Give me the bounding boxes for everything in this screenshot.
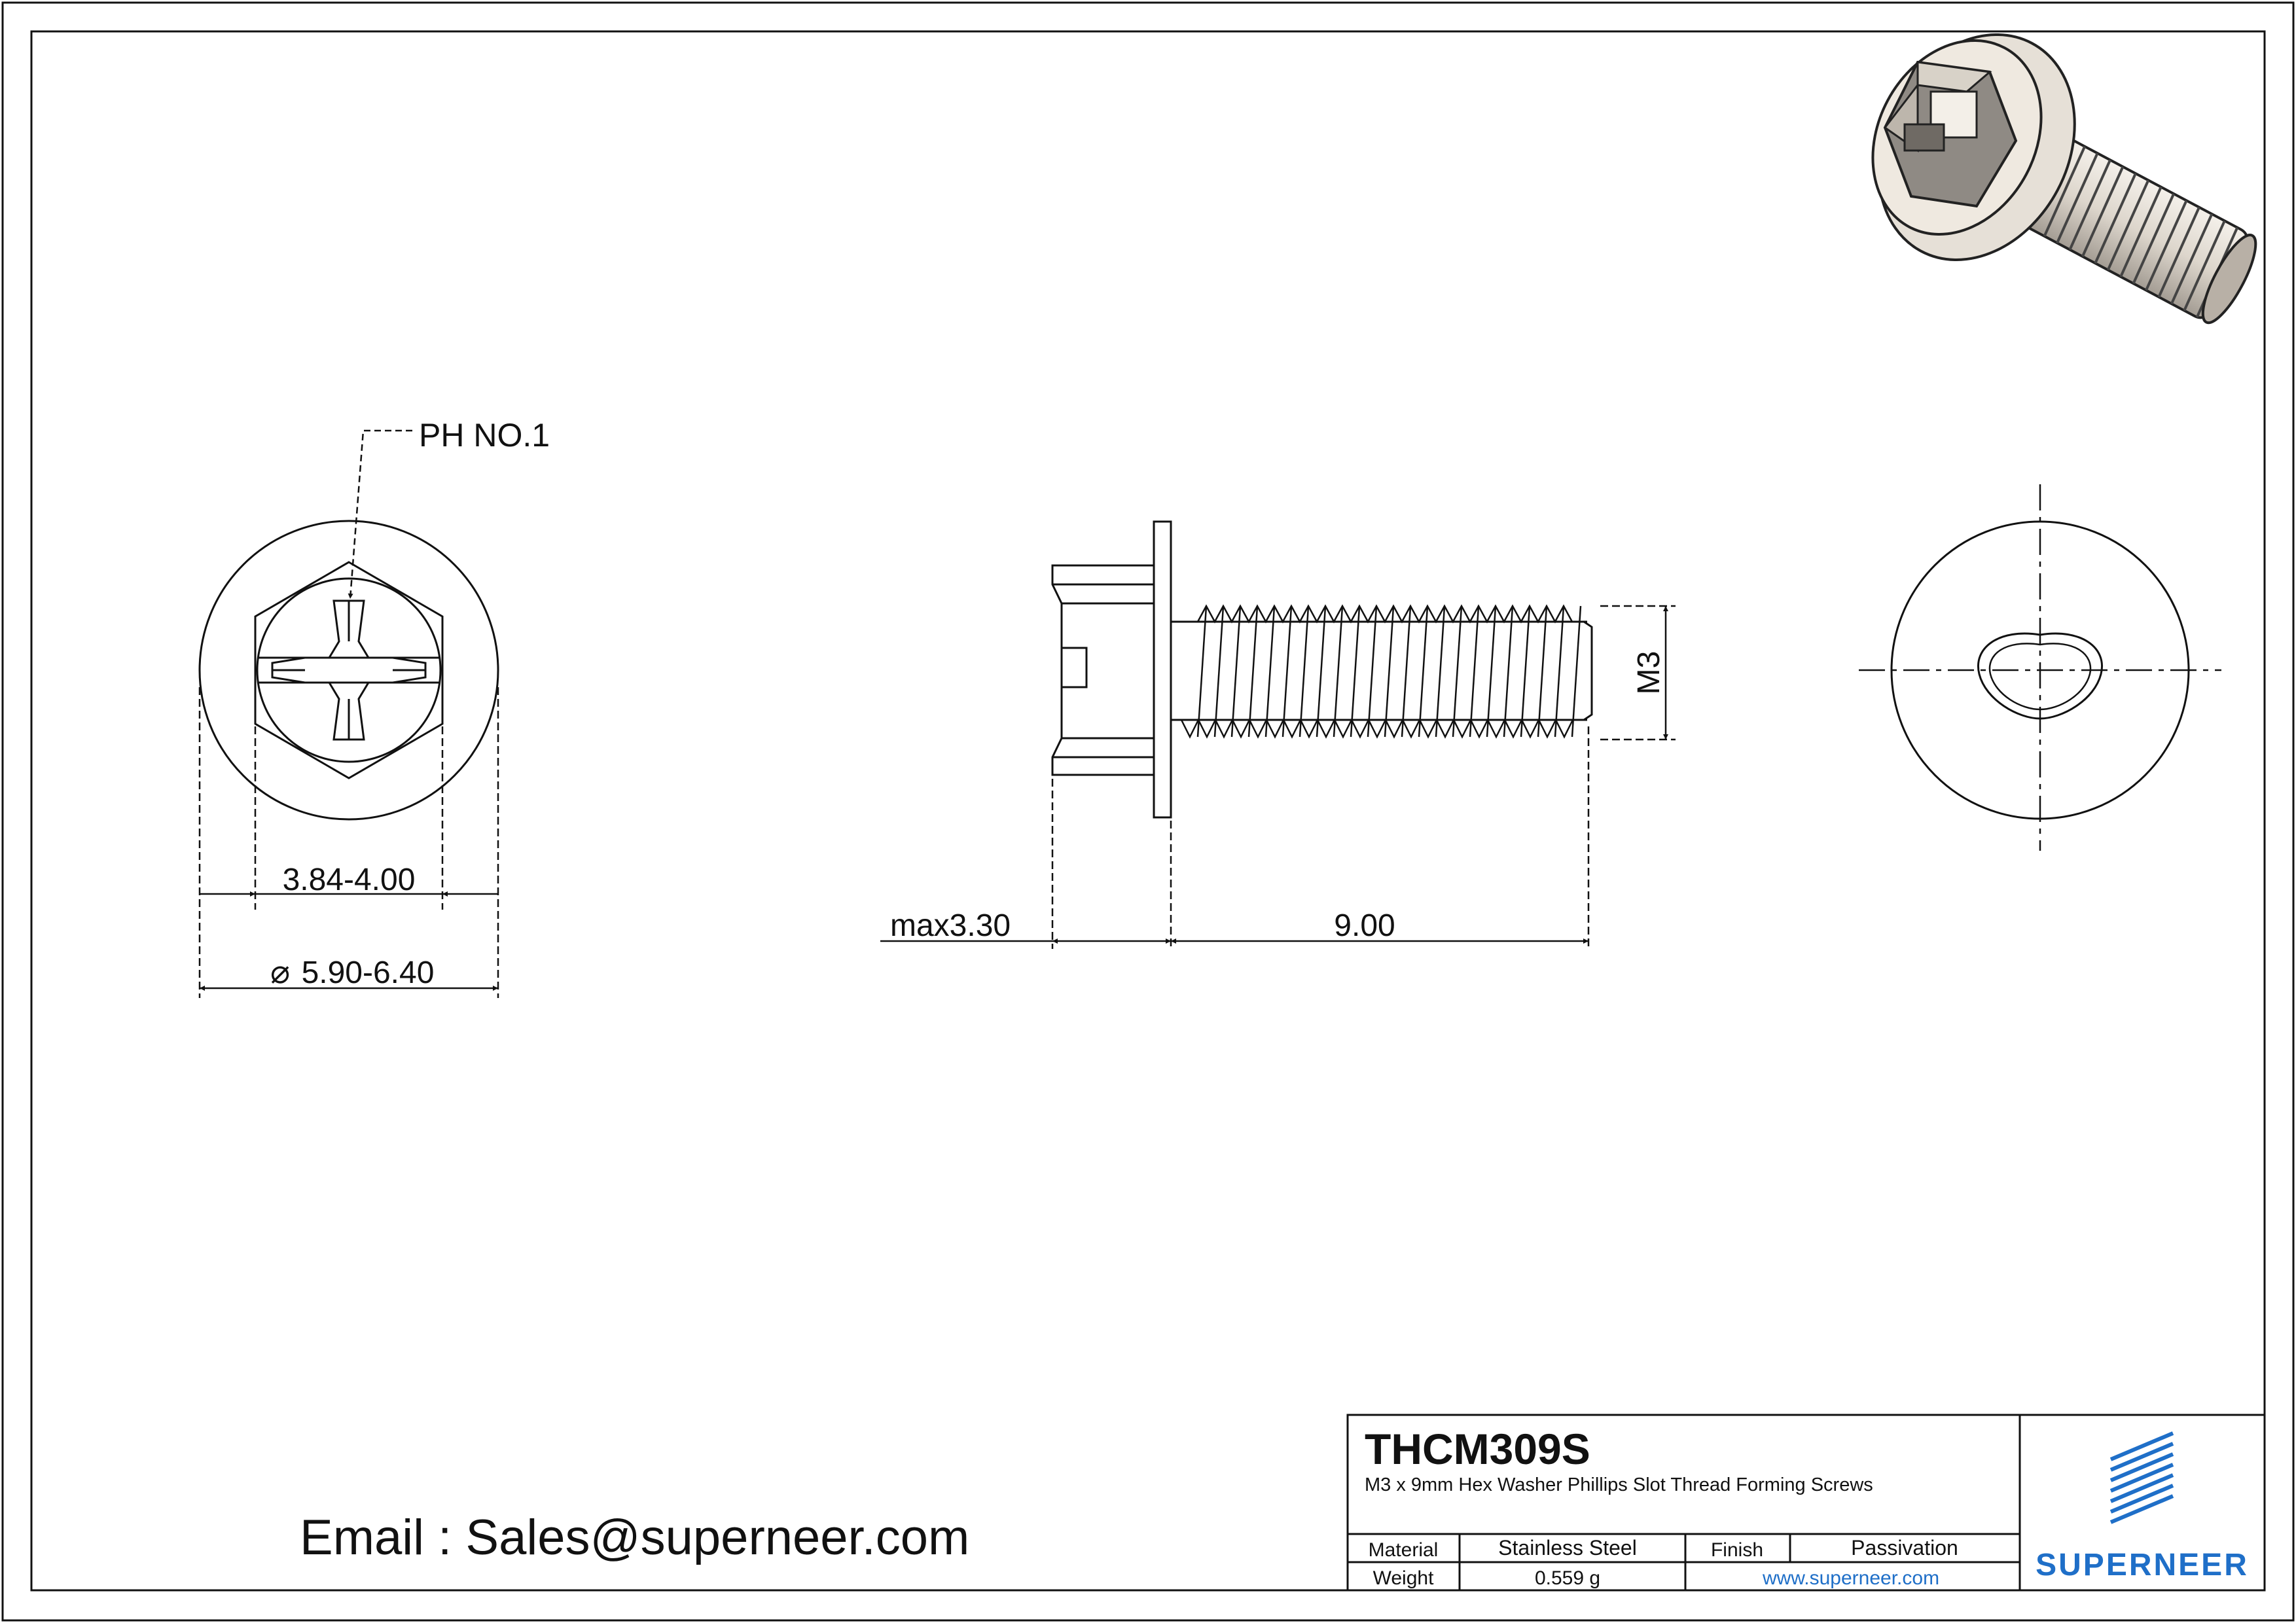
weight-label: Weight <box>1373 1567 1434 1589</box>
iso-thread-line <box>2106 179 2150 271</box>
dim-inner-label: 3.84-4.00 <box>283 863 416 897</box>
website-link[interactable]: www.superneer.com <box>1762 1567 1939 1589</box>
thread-helix-line <box>1299 605 1310 738</box>
callout-leader <box>348 429 412 599</box>
iso-thread-line <box>2170 213 2214 305</box>
thread-helix-line <box>1230 605 1242 738</box>
end-view <box>1859 484 2221 851</box>
material-value: Stainless Steel <box>1498 1536 1637 1560</box>
finish-label: Finish <box>1711 1539 1763 1561</box>
thread-crest-top <box>1196 604 1573 624</box>
thread-helix-line <box>1316 605 1327 738</box>
thread-helix-line <box>1571 605 1582 738</box>
thread-helix-line <box>1282 605 1293 738</box>
dim-outer-symbol: ⌀ <box>270 954 290 990</box>
iso-thread-line <box>2145 200 2188 291</box>
thread-helix-line <box>1333 605 1344 738</box>
side-dimensions <box>880 605 1676 949</box>
iso-thread-line <box>2157 206 2200 298</box>
iso-thread-line <box>2183 220 2226 312</box>
iso-thread-line <box>2132 193 2176 285</box>
thread-helix-line <box>1435 605 1446 738</box>
email-text: Email : Sales@superneer.com <box>300 1510 969 1565</box>
weight-value: 0.559 g <box>1535 1567 1600 1589</box>
iso-thread-line <box>2068 159 2111 251</box>
thread-helix-line <box>1452 605 1463 738</box>
iso-thread-line <box>2043 145 2087 237</box>
thread-helix-line <box>1213 605 1225 738</box>
dim-outer-label: 5.90-6.40 <box>302 955 435 990</box>
thread-helix-line <box>1196 605 1208 738</box>
front-dimensions <box>198 687 499 998</box>
part-number: THCM309S <box>1365 1425 1590 1473</box>
inner-border <box>30 30 2266 1592</box>
thread-helix-line <box>1486 605 1497 738</box>
callout-ph-label: PH NO.1 <box>419 417 550 454</box>
dim-length-label: 9.00 <box>1334 908 1395 943</box>
iso-thread-line <box>2119 186 2162 277</box>
thread-helix-line <box>1350 605 1361 738</box>
side-view <box>1051 520 1593 819</box>
brand-name: SUPERNEER <box>2036 1548 2249 1582</box>
front-view <box>198 520 499 821</box>
iso-thread-line <box>2094 173 2137 264</box>
thread-helix-line <box>1520 605 1531 738</box>
material-label: Material <box>1369 1539 1439 1561</box>
thread-helix-line <box>1247 605 1259 738</box>
thread-profile <box>1180 604 1582 739</box>
iso-thread-line <box>2056 152 2099 244</box>
title-block <box>1346 1414 2266 1592</box>
dim-thread-label: M3 <box>1632 651 1666 695</box>
thread-helix-line <box>1469 605 1480 738</box>
part-description: M3 x 9mm Hex Washer Phillips Slot Thread… <box>1365 1474 1873 1495</box>
thread-helix-line <box>1418 605 1429 738</box>
iso-thread-line <box>2081 166 2125 257</box>
thread-crest-bottom <box>1180 718 1574 739</box>
finish-value: Passivation <box>1851 1536 1958 1560</box>
thread-helix-line <box>1537 605 1548 738</box>
thread-helix-line <box>1367 605 1378 738</box>
superneer-logo-icon <box>2109 1431 2174 1524</box>
thread-helix-line <box>1503 605 1514 738</box>
thread-helix-line <box>1554 605 1565 738</box>
thread-helix-line <box>1265 605 1276 738</box>
thread-helix-line <box>1401 605 1412 738</box>
screw-isometric-image <box>1871 33 2257 325</box>
dim-head-label: max3.30 <box>890 908 1011 943</box>
thread-helix-line <box>1384 605 1395 738</box>
